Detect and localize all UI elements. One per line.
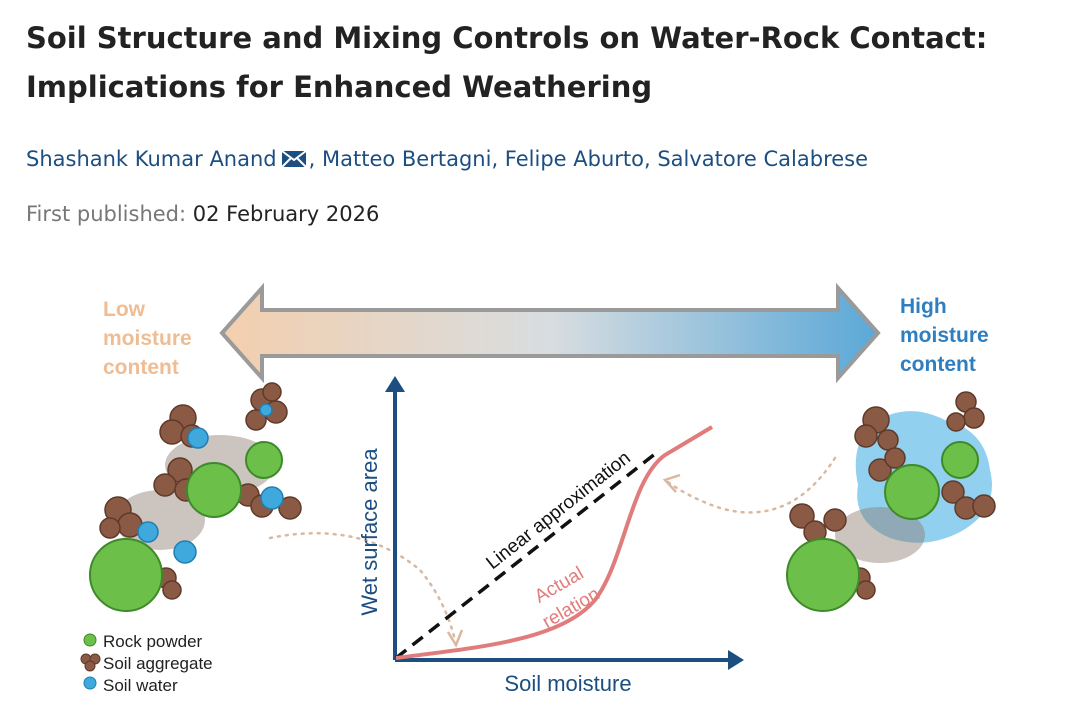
actual-relation-curve	[395, 425, 714, 660]
publication-info: First published: 02 February 2026	[26, 202, 379, 226]
dry-soil-illustration	[89, 382, 302, 612]
plot-axes	[385, 376, 744, 670]
low-moisture-label-3: content	[103, 356, 179, 379]
linear-approximation-label: Linear approximation	[482, 447, 634, 573]
wet-soil-illustration	[786, 391, 996, 612]
figure-legend: Rock powder Soil aggregate Soil water	[80, 632, 213, 695]
high-moisture-label-2: moisture	[900, 324, 989, 347]
author-link[interactable]: Shashank Kumar Anand	[26, 147, 277, 171]
published-date: 02 February 2026	[192, 202, 380, 226]
published-label: First published:	[26, 202, 187, 226]
high-moisture-label-1: High	[900, 295, 947, 318]
mail-icon[interactable]	[280, 149, 307, 174]
high-moisture-label-3: content	[900, 353, 976, 376]
y-axis-label: Wet surface area	[357, 448, 382, 616]
author-link[interactable]: Matteo Bertagni	[322, 147, 492, 171]
author-list: Shashank Kumar Anand, Matteo Bertagni, F…	[26, 147, 868, 174]
left-connector	[268, 532, 457, 642]
soil-water-swatch	[83, 676, 97, 690]
moisture-gradient-arrow	[219, 282, 881, 384]
legend-soil-water: Soil water	[103, 676, 178, 695]
legend-soil-aggregate: Soil aggregate	[103, 654, 213, 673]
rock-powder-swatch	[83, 633, 97, 647]
soil-aggregate-swatch	[80, 653, 101, 672]
linear-approximation-line	[394, 448, 662, 660]
legend-rock-powder: Rock powder	[103, 632, 203, 651]
author-link[interactable]: Salvatore Calabrese	[657, 147, 869, 171]
low-moisture-label-1: Low	[103, 298, 146, 321]
article-title: Soil Structure and Mixing Controls on Wa…	[26, 21, 988, 104]
right-connector	[666, 456, 837, 514]
author-link[interactable]: Felipe Aburto	[504, 147, 644, 171]
low-moisture-label-2: moisture	[103, 327, 192, 350]
graphical-abstract: Low moisture content High moisture conte…	[80, 282, 996, 696]
x-axis-label: Soil moisture	[504, 671, 631, 696]
